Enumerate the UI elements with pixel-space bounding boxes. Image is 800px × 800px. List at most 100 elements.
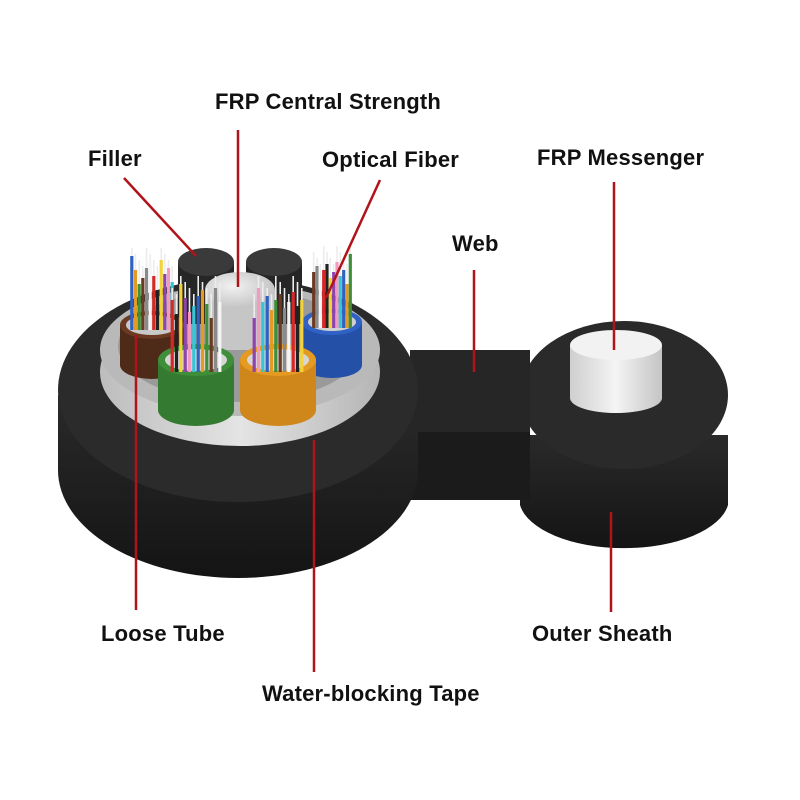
optical-fiber-strand — [163, 274, 167, 330]
optical-fiber-strand — [218, 302, 222, 372]
optical-fiber-core — [134, 254, 137, 270]
optical-fiber-strand — [278, 294, 282, 372]
optical-fiber-core — [206, 288, 208, 304]
optical-fiber-strand — [137, 284, 141, 330]
optical-fiber-core — [288, 294, 290, 302]
optical-fiber-strand — [130, 256, 134, 330]
optical-fiber-core — [296, 282, 299, 306]
optical-fiber-strand — [252, 318, 256, 372]
optical-fiber-core — [266, 288, 268, 296]
optical-fiber-strand — [133, 270, 138, 330]
label-frp-messenger: FRP Messenger — [537, 145, 705, 170]
label-water-blocking-tape: Water-blocking Tape — [262, 681, 480, 706]
optical-fiber-core — [312, 252, 315, 272]
label-frp-central-strength: FRP Central Strength — [215, 89, 442, 114]
optical-fiber-core — [210, 294, 212, 318]
optical-fiber-strand — [295, 306, 300, 372]
label-filler: Filler — [88, 146, 142, 171]
label-outer-sheath: Outer Sheath — [532, 621, 673, 646]
filler-top-1 — [178, 248, 234, 276]
optical-fiber-strand — [300, 300, 304, 372]
frp-messenger — [570, 330, 662, 413]
optical-fiber-strand — [174, 314, 179, 372]
optical-fiber-strand — [209, 318, 213, 372]
optical-fiber-strand — [152, 276, 156, 330]
loose-tube-green — [158, 344, 234, 426]
web-side — [400, 425, 530, 500]
optical-fiber-strand — [274, 300, 278, 372]
optical-fiber-core — [270, 294, 273, 310]
optical-fiber-core — [253, 294, 255, 318]
optical-fiber-strand — [155, 290, 160, 330]
leader-filler — [123, 177, 197, 257]
optical-fiber-strand — [256, 288, 261, 372]
optical-fiber-strand — [348, 254, 352, 328]
optical-fiber-core — [292, 276, 294, 292]
optical-fiber-core — [326, 252, 328, 264]
optical-fiber-core — [316, 258, 318, 266]
optical-fibers-brown-tube — [130, 248, 174, 330]
optical-fiber-core — [275, 276, 277, 300]
optical-fiber-strand — [269, 310, 274, 372]
optical-fiber-core — [184, 282, 186, 298]
optical-fiber-core — [332, 264, 335, 272]
optical-fiber-strand — [196, 296, 200, 372]
optical-fiber-strand — [261, 302, 265, 372]
optical-fiber-core — [201, 282, 204, 290]
optical-fiber-strand — [332, 272, 336, 328]
optical-fiber-strand — [200, 290, 205, 372]
optical-fiber-core — [149, 254, 151, 262]
optical-fiber-strand — [312, 272, 316, 328]
optical-fiber-core — [336, 246, 338, 262]
optical-fiber-core — [322, 246, 325, 270]
optical-fiber-core — [342, 258, 345, 270]
optical-fiber-core — [160, 248, 162, 260]
optical-fiber-strand — [328, 278, 332, 328]
optical-fiber-core — [346, 264, 348, 284]
messenger-lobe-side — [520, 435, 728, 549]
leader-lines — [123, 130, 616, 672]
optical-fiber-core — [175, 294, 178, 314]
optical-fiber-core — [131, 248, 133, 256]
optical-fiber-core — [138, 260, 140, 284]
optical-fiber-strand — [144, 268, 149, 330]
optical-fibers-orange-tube — [252, 276, 304, 372]
optical-fiber-core — [153, 260, 155, 276]
optical-fiber-core — [279, 282, 281, 294]
loose-tube-orange — [240, 344, 316, 426]
optical-fiber-core — [180, 276, 182, 284]
optical-fiber-core — [164, 254, 166, 274]
optical-fiber-strand — [345, 284, 349, 328]
optical-fiber-core — [262, 282, 264, 302]
optical-fiber-strand — [335, 262, 339, 328]
label-optical-fiber: Optical Fiber — [322, 147, 460, 172]
optical-fiber-core — [197, 276, 199, 296]
optical-fiber-strand — [170, 300, 174, 372]
optical-fiber-strand — [265, 296, 269, 372]
optical-fiber-strand — [213, 288, 218, 372]
optical-fiber-strand — [318, 280, 322, 328]
optical-fiber-core — [301, 288, 303, 300]
optical-fiber-strand — [342, 270, 346, 328]
optical-fiber-strand — [148, 262, 152, 330]
optical-fiber-strand — [179, 284, 183, 372]
optical-fiber-strand — [287, 302, 291, 372]
optical-fiber-core — [188, 288, 191, 312]
optical-fiber-strand — [141, 278, 145, 330]
web-top — [410, 350, 530, 432]
optical-fiber-core — [171, 288, 173, 300]
optical-fiber-strand — [187, 312, 192, 372]
optical-fiber-strand — [205, 304, 209, 372]
optical-fiber-strand — [282, 308, 287, 372]
optical-fiber-core — [142, 266, 144, 278]
optical-fiber-core — [171, 266, 173, 282]
optical-fiber-strand — [338, 276, 342, 328]
optical-fiber-strand — [183, 298, 187, 372]
filler-top-2 — [246, 248, 302, 276]
optical-fiber-core — [329, 258, 332, 278]
optical-fiber-core — [283, 288, 286, 308]
label-web: Web — [452, 231, 499, 256]
optical-fiber-strand — [192, 306, 196, 372]
optical-fiber-core — [156, 266, 159, 290]
